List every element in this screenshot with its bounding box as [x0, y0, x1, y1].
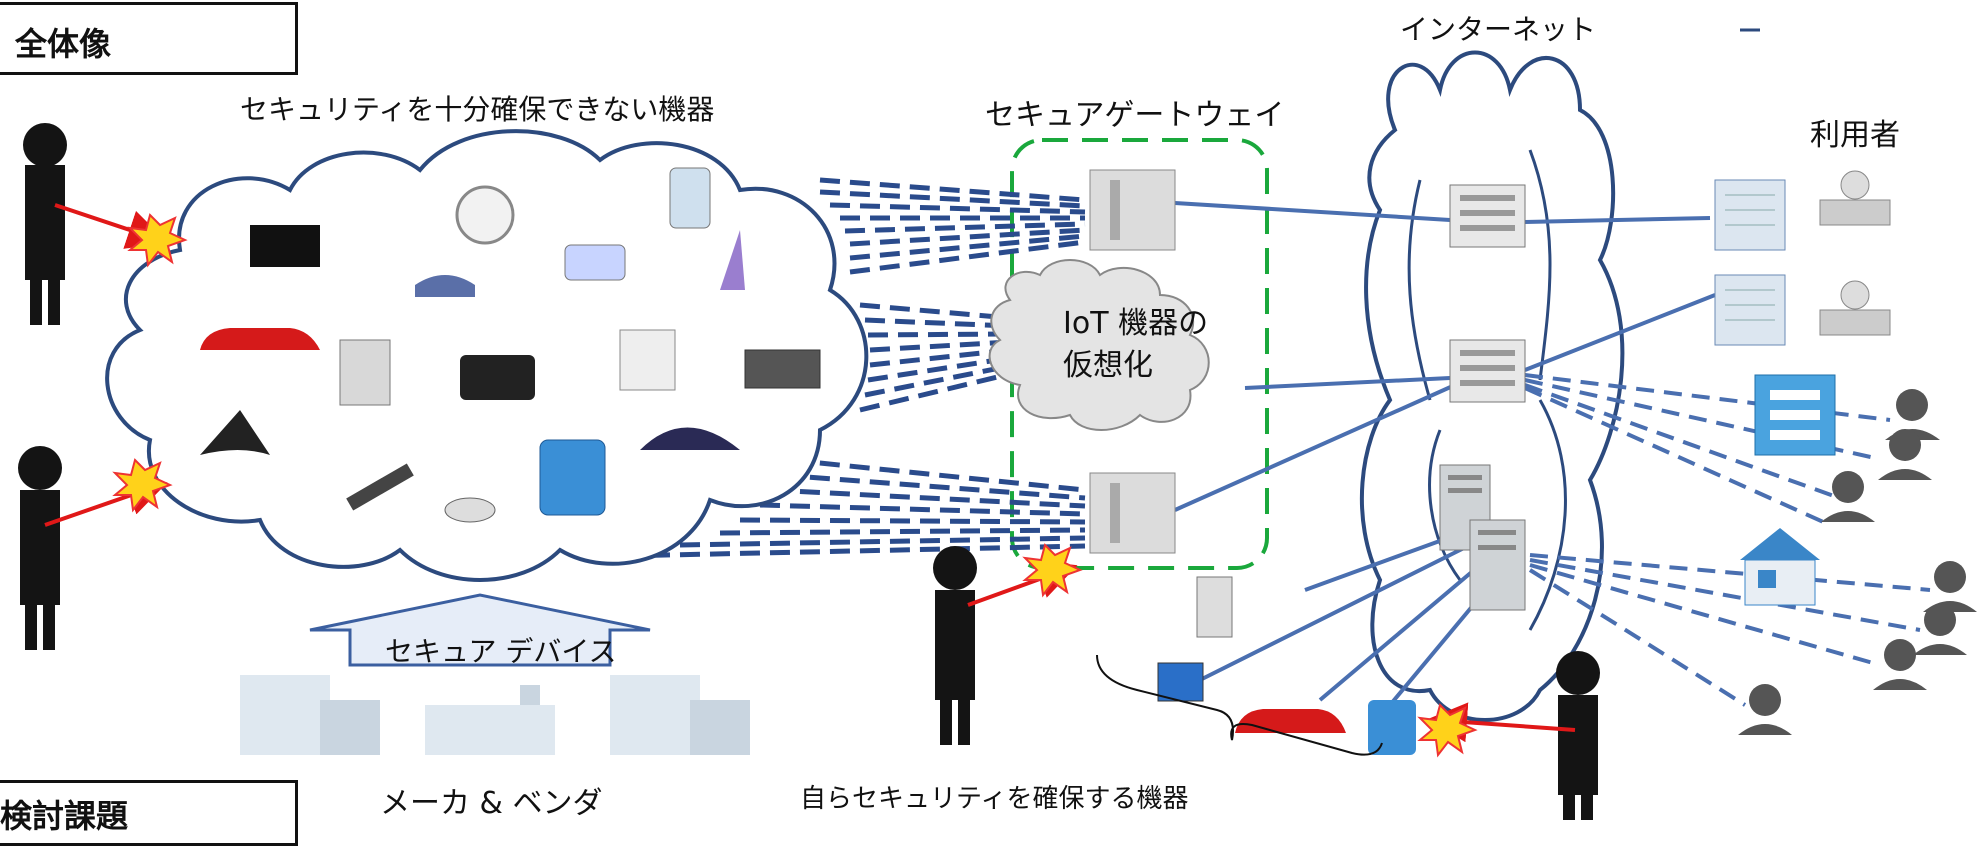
users-label: 利用者: [1810, 118, 1900, 153]
robot-icon: [539, 439, 606, 516]
overview-label: 全体像: [15, 25, 112, 63]
washer-icon: [619, 329, 676, 391]
gateway-server-bottom: [1089, 472, 1176, 554]
attacker-icon: [1556, 651, 1600, 820]
diagram-canvas: [18, 28, 1977, 820]
car-icon: [1235, 709, 1346, 733]
brace: [1096, 654, 1383, 756]
building-icon: [1754, 374, 1836, 456]
tv-icon: [250, 225, 320, 267]
user-server-1: [1714, 179, 1786, 251]
factory-icon: [240, 675, 380, 755]
network-links: [1174, 201, 1716, 707]
secure-gateway-label: セキュアゲートウェイ: [985, 98, 1285, 133]
toaster-icon: [564, 244, 626, 281]
internet-server-2: [1449, 339, 1526, 403]
internet-label: インターネット: [1400, 13, 1597, 46]
internet-server-1: [1449, 184, 1526, 248]
robot-icon: [1368, 700, 1416, 755]
maker-vendor-label: メーカ & ベンダ: [380, 786, 603, 821]
camera-dome-icon: [444, 497, 496, 523]
user-pc-icon: [1819, 280, 1891, 336]
attacker-icon: [18, 446, 62, 650]
tower-server-2: [1469, 519, 1526, 611]
user-server-2: [1714, 274, 1786, 346]
insecure-devices-label: セキュリティを十分確保できない機器: [240, 93, 715, 126]
guitar-icon: [346, 463, 414, 511]
issues-label: 検討課題: [0, 797, 129, 835]
issues-box: 検討課題: [0, 780, 298, 846]
witch-hat-icon: [200, 410, 270, 455]
overview-box: 全体像: [0, 2, 298, 75]
shoes-icon: [415, 275, 475, 297]
self-secure-label: 自らセキュリティを確保する機器: [800, 784, 1189, 814]
tower-server-1: [1439, 464, 1491, 551]
umbrella-icon: [640, 427, 740, 450]
clock-icon: [455, 185, 515, 245]
iot-virtual-label-1: IoT 機器の: [1063, 306, 1209, 341]
dashed-user-links: [1524, 373, 1931, 707]
attacker-icon: [933, 546, 977, 745]
iot-virtualization-cloud: [988, 259, 1210, 431]
user-pc-icon: [1819, 170, 1891, 226]
iot-virtual-label-2: 仮想化: [1063, 348, 1153, 383]
dashed-links: [619, 177, 1086, 559]
explosion-icon: [112, 213, 1478, 758]
camera-icon: [460, 355, 535, 400]
person-silhouettes: [1738, 389, 1977, 735]
kettle-icon: [669, 167, 711, 229]
factory-icon: [425, 685, 555, 755]
vacuum-icon: [720, 230, 745, 290]
gateway-server-top: [1089, 169, 1176, 251]
desktop-server-icon: [1196, 576, 1233, 638]
microwave-icon: [744, 349, 821, 389]
fridge-icon: [339, 339, 391, 406]
secure-device-label: セキュア デバイス: [385, 635, 617, 668]
attacker-icon: [23, 123, 67, 325]
factory-icon: [610, 675, 750, 755]
secure-device-arrow: [309, 593, 651, 667]
car-icon: [200, 328, 320, 350]
house-icon: [1740, 528, 1820, 606]
desktop-pc-icon: [1157, 662, 1204, 702]
